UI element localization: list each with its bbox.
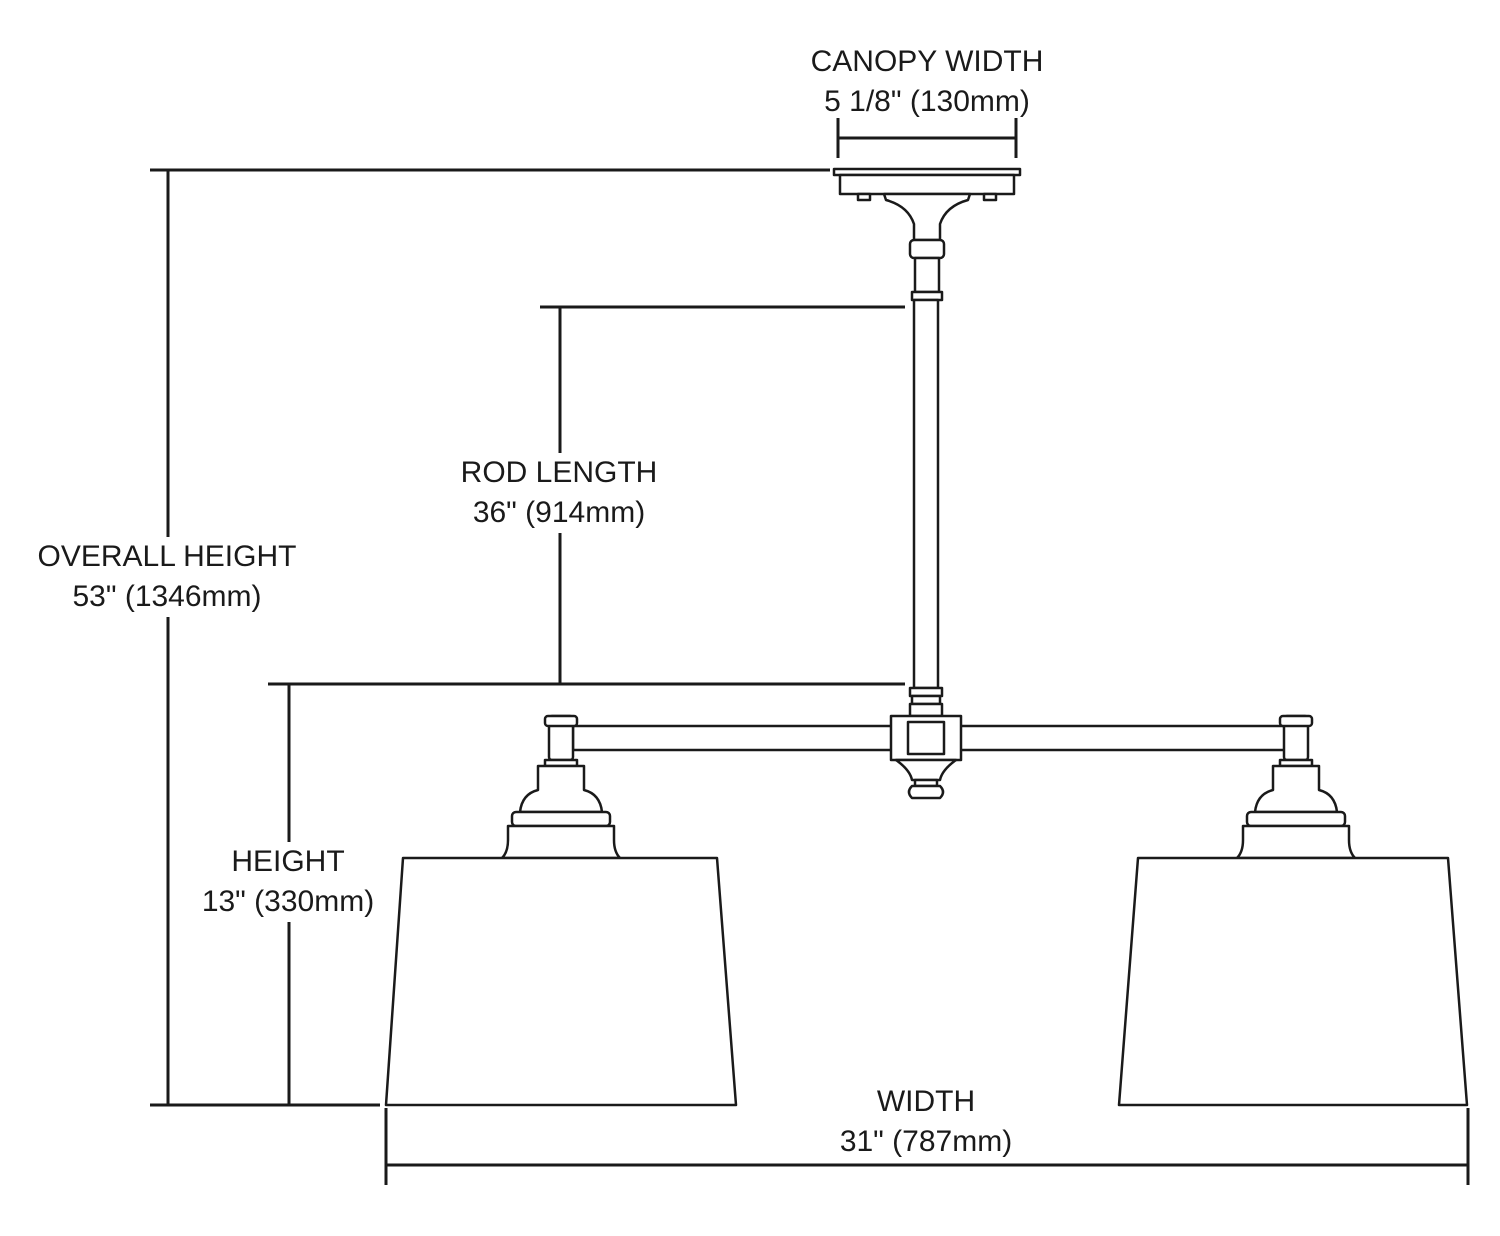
height-title: HEIGHT xyxy=(231,845,345,878)
canopy-width-value: 5 1/8" (130mm) xyxy=(824,85,1030,118)
rod-length-label: ROD LENGTH 36" (914mm) xyxy=(456,453,662,533)
height-label: HEIGHT 13" (330mm) xyxy=(197,842,379,922)
canopy-width-title: CANOPY WIDTH xyxy=(810,45,1044,78)
canopy xyxy=(832,167,1022,302)
rod xyxy=(908,298,944,718)
cross-arm xyxy=(571,714,1287,800)
canopy-width-label: CANOPY WIDTH 5 1/8" (130mm) xyxy=(807,42,1048,122)
height-value: 13" (330mm) xyxy=(201,885,375,918)
overall-height-dimension xyxy=(150,168,830,1107)
width-dimension xyxy=(384,1108,1470,1185)
overall-height-label: OVERALL HEIGHT 53" (1346mm) xyxy=(33,537,301,617)
overall-height-value: 53" (1346mm) xyxy=(72,580,262,613)
right-lamp xyxy=(1117,714,1469,1107)
overall-height-title: OVERALL HEIGHT xyxy=(37,540,297,573)
width-label: WIDTH 31" (787mm) xyxy=(836,1082,1016,1162)
rod-length-value: 36" (914mm) xyxy=(472,496,646,529)
width-title: WIDTH xyxy=(876,1085,976,1118)
rod-length-title: ROD LENGTH xyxy=(460,456,658,489)
left-lamp xyxy=(384,714,738,1107)
canopy-width-dimension xyxy=(836,118,1018,158)
width-value: 31" (787mm) xyxy=(839,1125,1013,1158)
